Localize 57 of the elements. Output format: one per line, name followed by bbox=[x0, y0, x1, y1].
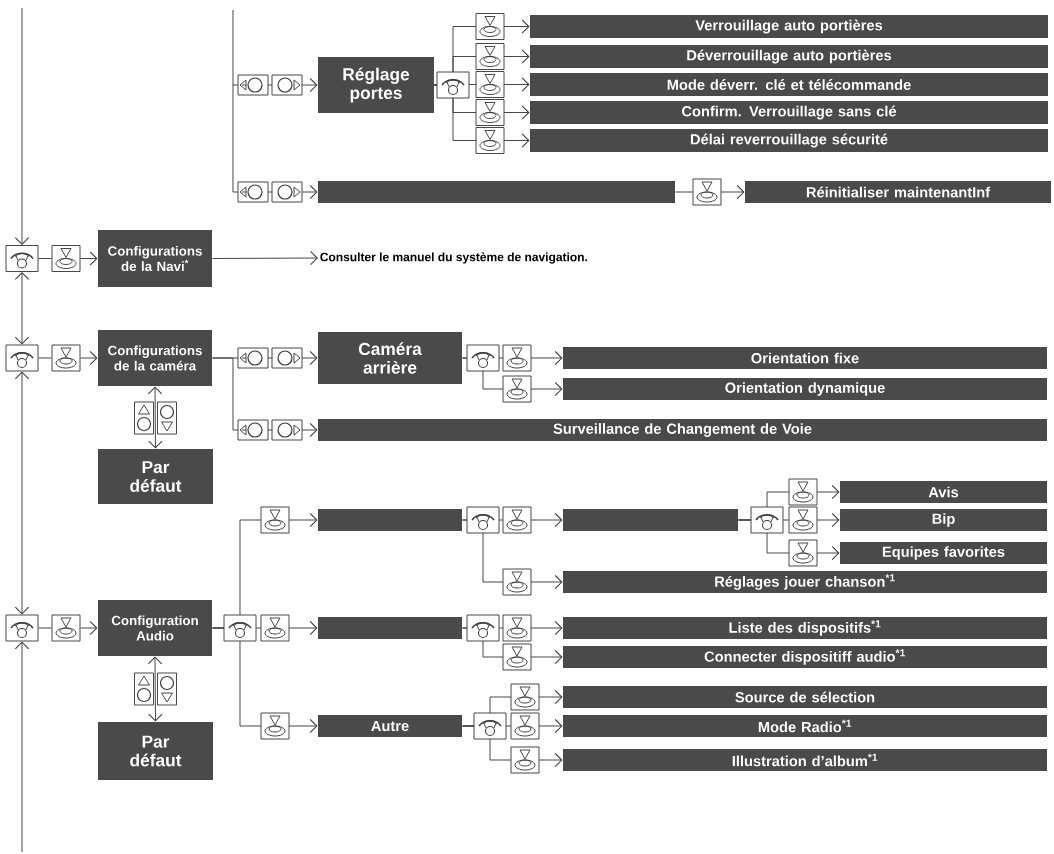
menu-box: Configuration Audio bbox=[98, 600, 212, 656]
menu-box: Verrouillage auto portières bbox=[530, 15, 1048, 38]
menu-box: Equipes favorites bbox=[840, 542, 1047, 564]
note-text: Consulter le manuel du système de navigation. bbox=[320, 252, 588, 264]
press-icon bbox=[51, 344, 81, 372]
menu-box: Délai reverrouillage sécurité bbox=[530, 129, 1048, 152]
menu-box: Source de sélection bbox=[563, 686, 1047, 708]
arrow bbox=[434, 84, 530, 148]
menu-box: Avis bbox=[840, 481, 1047, 503]
menu-box: Liste des dispositifs$^{*1}$ bbox=[563, 617, 1047, 639]
menu-bar bbox=[318, 181, 675, 203]
arrow bbox=[14, 271, 30, 345]
menu-box: Par défaut bbox=[98, 722, 213, 780]
arrow bbox=[212, 357, 318, 438]
arrow bbox=[212, 250, 318, 266]
menu-box: Configurations de la Navi$^{*}$ bbox=[98, 230, 212, 287]
menu-box: Réglages jouer chanson$^{*1}$ bbox=[563, 571, 1047, 593]
menu-box: Autre bbox=[318, 715, 462, 737]
menu-box: Confirm. Verrouillage sans clé bbox=[530, 101, 1048, 124]
menu-box: Déverrouillage auto portières bbox=[530, 45, 1048, 68]
menu-box: Réinitialiser maintenantInf bbox=[745, 181, 1051, 203]
arrow bbox=[80, 251, 98, 266]
arrow bbox=[462, 725, 563, 768]
arrow bbox=[80, 350, 98, 366]
arrow bbox=[147, 656, 163, 722]
arrow bbox=[14, 7, 30, 246]
menu-box: Mode déverr. clé et télécommande bbox=[530, 73, 1048, 96]
arrow bbox=[462, 627, 563, 665]
arrow bbox=[147, 386, 163, 449]
press-icon bbox=[51, 614, 81, 642]
menu-box: Connecter dispositiff audio$^{*1}$ bbox=[563, 646, 1047, 668]
arrow bbox=[675, 184, 745, 200]
arrow bbox=[738, 519, 840, 561]
arrow bbox=[80, 620, 98, 636]
menu-box: Bip bbox=[840, 509, 1047, 531]
arrow bbox=[462, 357, 563, 397]
press-icon bbox=[51, 245, 81, 272]
arrow bbox=[14, 641, 30, 853]
dial-icon bbox=[5, 344, 39, 372]
menu-bar bbox=[563, 509, 738, 531]
menu-box: Réglage portes bbox=[318, 57, 434, 113]
menu-box: Mode Radio$^{*1}$ bbox=[563, 715, 1047, 737]
menu-box: Illustration d’album$^{*1}$ bbox=[563, 749, 1047, 771]
arrow bbox=[14, 371, 30, 615]
menu-box: Orientation fixe bbox=[563, 347, 1047, 369]
dial-icon bbox=[5, 614, 39, 642]
menu-box: Caméra arrière bbox=[318, 332, 462, 384]
menu-bar bbox=[318, 617, 462, 639]
menu-bar bbox=[318, 509, 462, 531]
menu-box: Orientation dynamique bbox=[563, 378, 1047, 400]
arrow bbox=[462, 519, 563, 590]
menu-box: Surveillance de Changement de Voie bbox=[318, 419, 1047, 441]
arrow bbox=[212, 627, 318, 734]
dial-icon bbox=[5, 245, 39, 272]
arrow bbox=[232, 9, 318, 200]
menu-box: Par défaut bbox=[98, 449, 213, 504]
menu-box: Configurations de la caméra bbox=[98, 330, 212, 386]
